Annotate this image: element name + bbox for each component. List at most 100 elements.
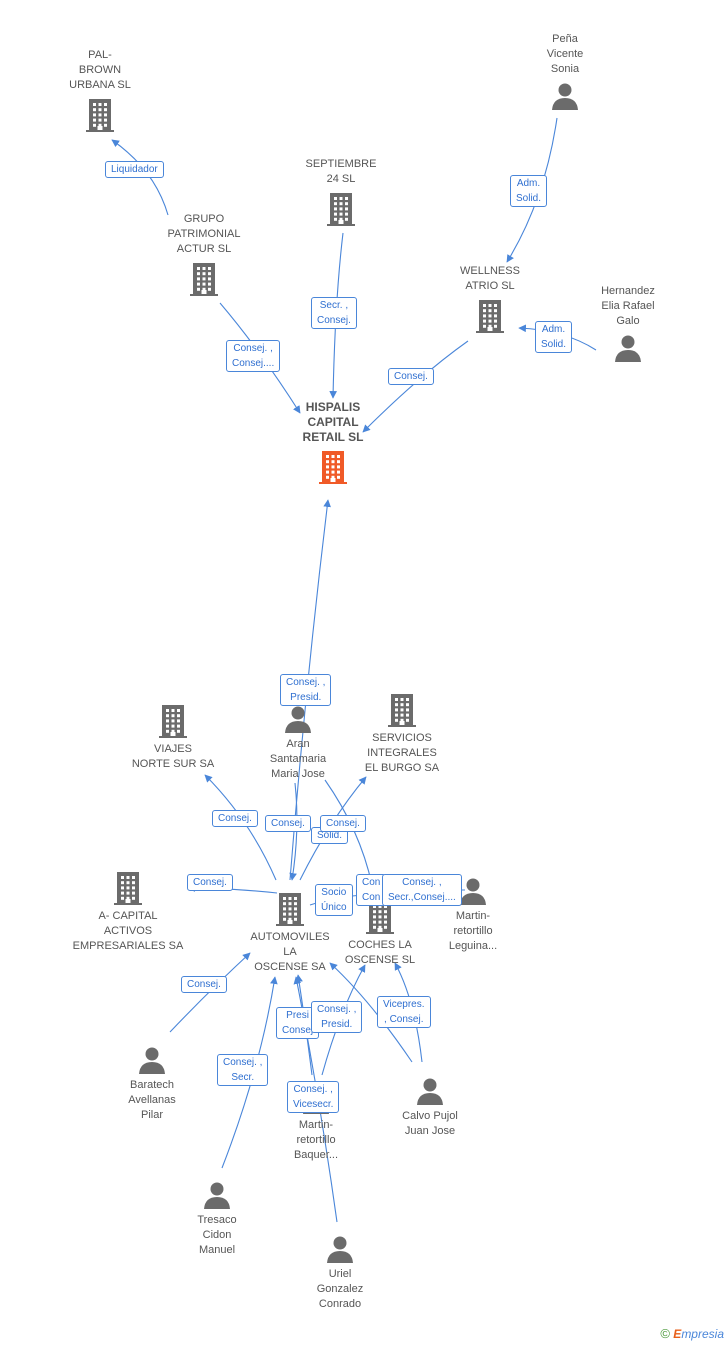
person-icon [490, 81, 640, 111]
role-badge-text: Secr. [231, 1072, 255, 1083]
role-badge-b3[interactable]: Secr. ,Consej. [311, 297, 357, 329]
node-label: A- CAPITAL [98, 910, 158, 922]
node-label: Leguina... [448, 940, 498, 952]
node-label: Sonia [550, 63, 580, 75]
node-label: Uriel [328, 1268, 352, 1280]
node-label: retortillo [453, 925, 493, 937]
role-badge-b20[interactable]: Consej. ,Secr. [217, 1054, 269, 1086]
node-label: GRUPO [183, 213, 225, 225]
node-label: SEPTIEMBRE [305, 158, 377, 170]
building-icon [258, 449, 408, 485]
role-badge-b8[interactable]: Consej. [212, 810, 258, 827]
person-icon [142, 1180, 292, 1210]
role-badge-b16[interactable]: Consej. [181, 976, 227, 993]
empresia-brand[interactable]: © Empresia [660, 1326, 724, 1341]
role-badge-text: Presi [286, 1010, 309, 1021]
node-label: Calvo Pujol [402, 1110, 458, 1122]
person-icon [223, 704, 373, 734]
node-label: Vicente [546, 48, 584, 60]
role-badge-text: Liquidador [111, 164, 158, 175]
role-badge-text: Adm. [516, 178, 541, 189]
node-sept[interactable]: SEPTIEMBRE 24 SL [266, 157, 416, 227]
node-coches[interactable]: COCHES LA OSCENSE SL [305, 899, 455, 968]
role-badge-text: Consej. [394, 371, 428, 382]
node-label: PATRIMONIAL [167, 228, 241, 240]
role-badge-text: , Consej. [384, 1014, 424, 1025]
role-badge-b9[interactable]: Consej. [265, 815, 311, 832]
role-badge-b19[interactable]: Vicepres. , Consej. [377, 996, 431, 1028]
role-badge-b1[interactable]: Liquidador [105, 161, 164, 178]
node-label: BROWN [78, 64, 122, 76]
node-label: Elia Rafael [601, 300, 655, 312]
node-label: URBANA SL [69, 79, 131, 91]
role-badge-text: Consej.... [232, 358, 275, 369]
building-icon [266, 191, 416, 227]
role-badge-text: Consej. [218, 813, 252, 824]
role-badge-b5[interactable]: Consej. ,Consej.... [226, 340, 281, 372]
role-badge-b2[interactable]: Adm. Solid. [510, 175, 548, 207]
building-icon [415, 298, 565, 334]
role-badge-b6[interactable]: Consej. [388, 368, 434, 385]
role-badge-text: Solid. [516, 193, 542, 204]
node-label: Maria Jose [271, 768, 325, 780]
node-label: COCHES LA [348, 939, 412, 951]
person-icon [398, 876, 548, 906]
role-badge-text: Socio [321, 887, 347, 898]
role-badge-text: Único [321, 902, 347, 913]
role-badge-b4[interactable]: Adm.Solid. [535, 321, 573, 353]
node-label: Hernandez [601, 285, 655, 297]
role-badge-b7[interactable]: Consej. ,Presid. [280, 674, 332, 706]
role-badge-b15[interactable]: Consej. ,Secr.,Consej.... [382, 874, 462, 906]
node-label: Martin- [455, 910, 491, 922]
role-badge-text: Consej. , [293, 1084, 333, 1095]
node-label: EL BURGO SA [364, 762, 440, 774]
node-label: VIAJES [154, 743, 192, 755]
role-badge-text: Secr.,Consej.... [388, 892, 456, 903]
person-icon [265, 1234, 415, 1264]
node-label: retortillo [296, 1134, 336, 1146]
role-badge-b18[interactable]: Consej. ,Presid. [311, 1001, 363, 1033]
node-label: Avellanas [128, 1094, 176, 1106]
role-badge-b21[interactable]: Consej. ,Vicesecr. [287, 1081, 340, 1113]
node-label: Aran [286, 738, 310, 750]
node-label: AUTOMOVILES [250, 931, 330, 943]
node-label: EMPRESARIALES SA [72, 940, 184, 952]
node-label: Peña [552, 33, 578, 45]
node-label: NORTE SUR SA [131, 758, 215, 770]
role-badge-text: Con [362, 892, 381, 903]
edge-calvo-automoviles [329, 962, 413, 1063]
node-label: OSCENSE SL [344, 954, 416, 966]
role-badge-b11[interactable]: Consej. [320, 815, 366, 832]
node-label: 24 SL [326, 173, 356, 185]
node-viajes[interactable]: VIAJES NORTE SUR SA [98, 703, 248, 772]
node-label: ATRIO SL [465, 280, 515, 292]
node-label: Conrado [318, 1298, 362, 1310]
node-label: Juan Jose [404, 1125, 456, 1137]
role-badge-b12[interactable]: Consej. [187, 874, 233, 891]
person-icon [553, 333, 703, 363]
role-badge-text: Consej [282, 1025, 314, 1036]
building-icon [129, 261, 279, 297]
building-icon [98, 703, 248, 739]
role-badge-text: Consej. [326, 818, 360, 829]
role-badge-text: Vicepres. [383, 999, 425, 1010]
node-label: Baquer... [293, 1149, 339, 1161]
role-badge-text: Adm. [541, 324, 566, 335]
